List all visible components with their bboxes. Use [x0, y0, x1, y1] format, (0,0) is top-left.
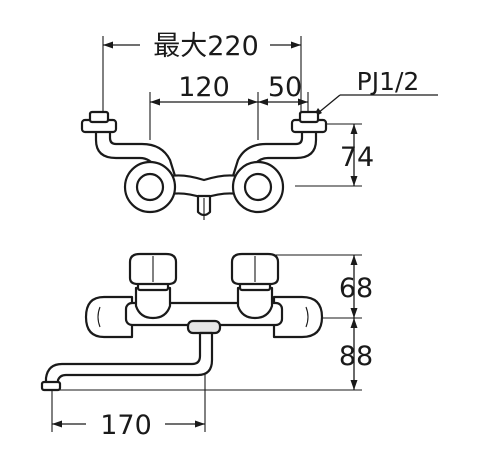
dim-top-height-label: 74 [340, 142, 374, 173]
dim-spout-label: 170 [100, 410, 152, 441]
dim-lower-label: 88 [339, 341, 373, 372]
top-view: 最大220 120 50 PJ1/2 [80, 31, 438, 220]
dim-center-distance: 120 [149, 72, 259, 140]
dim-lower-height: 88 [52, 318, 373, 391]
thread-leader: PJ1/2 [311, 67, 438, 119]
front-view: 68 88 170 [40, 252, 373, 441]
dim-upper-label: 68 [339, 273, 373, 304]
dim-spout-reach: 170 [51, 338, 206, 441]
faucet-front-outline [40, 252, 324, 392]
dim-center-label: 120 [178, 72, 230, 103]
dim-max-width: 最大220 [102, 31, 302, 120]
dim-offset: 50 [258, 72, 309, 118]
dim-max-width-label: 最大220 [153, 31, 259, 62]
dim-top-height: 74 [295, 123, 374, 187]
dim-offset-label: 50 [268, 72, 302, 103]
faucet-top-outline [80, 110, 328, 220]
thread-label: PJ1/2 [357, 67, 420, 96]
